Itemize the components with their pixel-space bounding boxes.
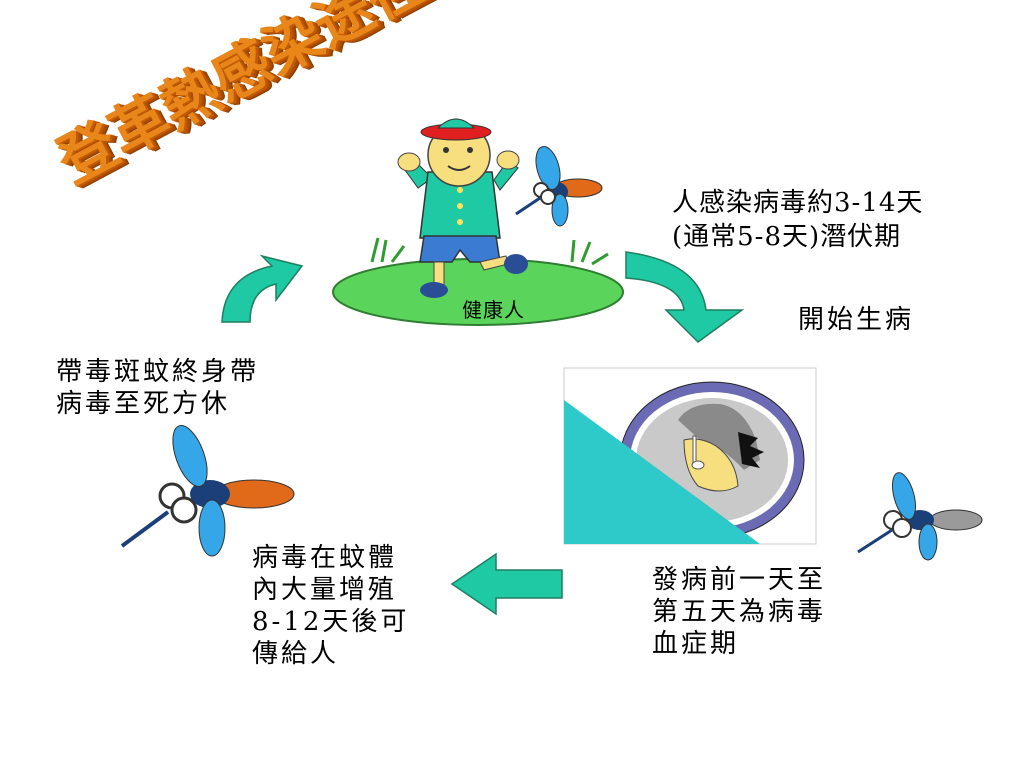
arrow-to-mosquito-multiply (450, 552, 563, 616)
onset-text: 開始生病 (798, 305, 915, 335)
incubation-text: 人感染病毒約3-14天 (通常5-8天)潛伏期 (672, 188, 924, 252)
grass-blades (370, 237, 609, 266)
mosquito-near-person (515, 146, 603, 227)
mosquito-left-large (120, 425, 295, 557)
multiply-text: 病毒在蚊體 內大量增殖 8-12天後可 傳給人 (252, 543, 410, 669)
sick-person-picture (563, 367, 817, 545)
mosquito-bottom-right (857, 472, 983, 561)
lifelong-text: 帶毒斑蚊終身帶 病毒至死方休 (56, 357, 260, 419)
healthy-person-figure (397, 118, 528, 298)
viremia-text: 發病前一天至 第五天為病毒 血症期 (652, 565, 827, 659)
healthy-person-label: 健康人 (462, 298, 525, 322)
arrow-to-onset (625, 251, 745, 343)
arrow-to-healthy (221, 254, 304, 323)
